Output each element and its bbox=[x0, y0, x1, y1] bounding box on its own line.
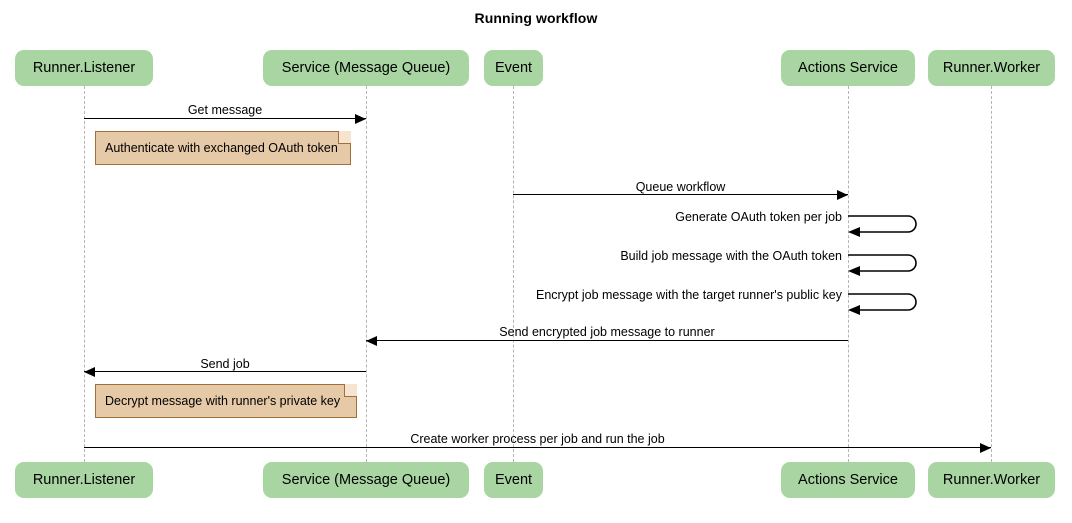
participant-label: Event bbox=[494, 60, 533, 76]
message-label-create-worker-process: Create worker process per job and run th… bbox=[410, 432, 665, 446]
self-message-build-job-message bbox=[848, 253, 932, 281]
message-line-send-encrypted-job-message bbox=[366, 340, 848, 341]
arrowhead-queue-workflow bbox=[837, 190, 848, 200]
lifeline-actions-service bbox=[848, 86, 849, 462]
note-fold-corner-icon bbox=[338, 131, 351, 144]
message-label-send-encrypted-job-message: Send encrypted job message to runner bbox=[499, 325, 715, 339]
arrowhead-get-message bbox=[355, 114, 366, 124]
lifeline-runner-listener bbox=[84, 86, 85, 462]
message-line-create-worker-process bbox=[84, 447, 991, 448]
message-label-build-job-message: Build job message with the OAuth token bbox=[620, 249, 842, 263]
lifeline-event bbox=[513, 86, 514, 462]
message-label-send-job: Send job bbox=[200, 357, 250, 371]
participant-label: Service (Message Queue) bbox=[281, 60, 451, 76]
participant-service-mq-top[interactable]: Service (Message Queue) bbox=[263, 50, 469, 86]
participant-runner-worker-bottom[interactable]: Runner.Worker bbox=[928, 462, 1055, 498]
participant-label: Runner.Listener bbox=[32, 472, 136, 488]
participant-label: Actions Service bbox=[798, 472, 898, 488]
arrowhead-send-encrypted-job-message bbox=[366, 336, 377, 346]
message-line-get-message bbox=[84, 118, 366, 119]
message-label-queue-workflow: Queue workflow bbox=[635, 180, 726, 194]
message-label-generate-oauth-token: Generate OAuth token per job bbox=[675, 210, 842, 224]
participant-actions-service-bottom[interactable]: Actions Service bbox=[781, 462, 915, 498]
note-text: Decrypt message with runner's private ke… bbox=[105, 394, 341, 408]
arrowhead-create-worker-process bbox=[980, 443, 991, 453]
participant-actions-service-top[interactable]: Actions Service bbox=[781, 50, 915, 86]
participant-runner-listener-top[interactable]: Runner.Listener bbox=[15, 50, 153, 86]
note-decrypt: Decrypt message with runner's private ke… bbox=[95, 384, 357, 418]
participant-label: Actions Service bbox=[798, 60, 898, 76]
self-message-encrypt-job-message bbox=[848, 292, 932, 320]
participant-label: Event bbox=[494, 472, 533, 488]
message-label-encrypt-job-message: Encrypt job message with the target runn… bbox=[535, 288, 842, 302]
message-line-send-job bbox=[84, 371, 366, 372]
arrowhead-send-job bbox=[84, 367, 95, 377]
page-title: Running workflow bbox=[474, 10, 598, 26]
participant-service-mq-bottom[interactable]: Service (Message Queue) bbox=[263, 462, 469, 498]
participant-label: Runner.Listener bbox=[32, 60, 136, 76]
participant-label: Runner.Worker bbox=[942, 472, 1041, 488]
participant-label: Runner.Worker bbox=[942, 60, 1041, 76]
participant-event-top[interactable]: Event bbox=[484, 50, 543, 86]
participant-runner-listener-bottom[interactable]: Runner.Listener bbox=[15, 462, 153, 498]
note-fold-corner-icon bbox=[344, 384, 357, 397]
participant-runner-worker-top[interactable]: Runner.Worker bbox=[928, 50, 1055, 86]
self-message-generate-oauth-token bbox=[848, 214, 932, 242]
message-line-queue-workflow bbox=[513, 194, 848, 195]
participant-label: Service (Message Queue) bbox=[281, 472, 451, 488]
message-label-get-message: Get message bbox=[187, 103, 263, 117]
note-authenticate: Authenticate with exchanged OAuth token bbox=[95, 131, 351, 165]
participant-event-bottom[interactable]: Event bbox=[484, 462, 543, 498]
lifeline-runner-worker bbox=[991, 86, 992, 462]
note-text: Authenticate with exchanged OAuth token bbox=[105, 141, 338, 155]
lifeline-service-mq bbox=[366, 86, 367, 462]
